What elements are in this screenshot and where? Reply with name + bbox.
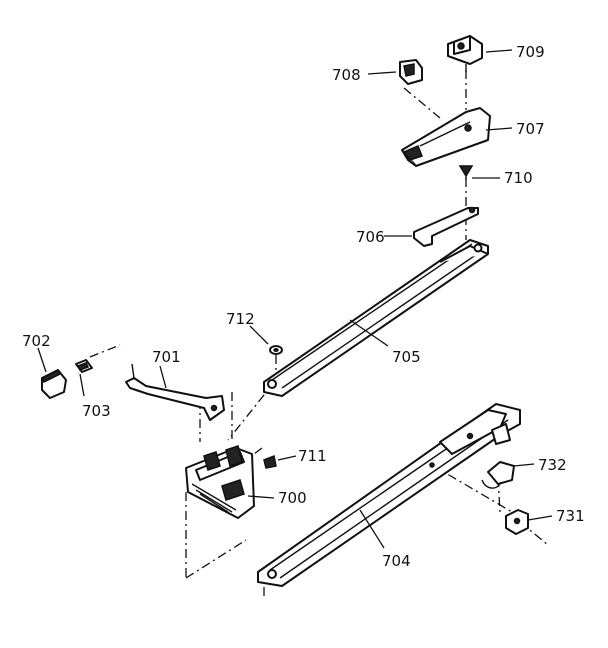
callout-700: 700 <box>278 489 307 507</box>
clip-732 <box>481 461 515 489</box>
rod-701 <box>125 363 225 421</box>
callout-708: 708 <box>332 66 361 84</box>
bracket-731 <box>505 509 529 535</box>
callout-731: 731 <box>556 507 585 525</box>
clip-708 <box>399 59 423 85</box>
slide-bracket-707 <box>401 107 491 167</box>
screw-711 <box>263 454 277 469</box>
knob-702 <box>40 368 67 399</box>
slide-rail-704 <box>257 403 521 587</box>
lever-706 <box>413 206 479 247</box>
latch-assembly-700 <box>185 445 255 519</box>
callout-707: 707 <box>516 120 545 138</box>
bracket-709 <box>447 35 483 72</box>
callout-712: 712 <box>226 310 255 328</box>
callout-704: 704 <box>382 552 411 570</box>
screw-710 <box>458 165 474 180</box>
callout-706: 706 <box>356 228 385 246</box>
alignment-lines <box>89 70 549 600</box>
callout-labels: 709 708 707 710 706 712 705 702 701 703 … <box>22 43 585 570</box>
callout-711: 711 <box>298 447 327 465</box>
callout-710: 710 <box>504 169 533 187</box>
callout-702: 702 <box>22 332 51 350</box>
clip-703 <box>75 359 93 373</box>
callout-703: 703 <box>82 402 111 420</box>
leader-lines <box>37 49 553 549</box>
callout-709: 709 <box>516 43 545 61</box>
callout-705: 705 <box>392 348 421 366</box>
callout-701: 701 <box>152 348 181 366</box>
washer-712 <box>269 345 283 355</box>
callout-732: 732 <box>538 456 567 474</box>
slide-rail-705 <box>263 239 489 397</box>
